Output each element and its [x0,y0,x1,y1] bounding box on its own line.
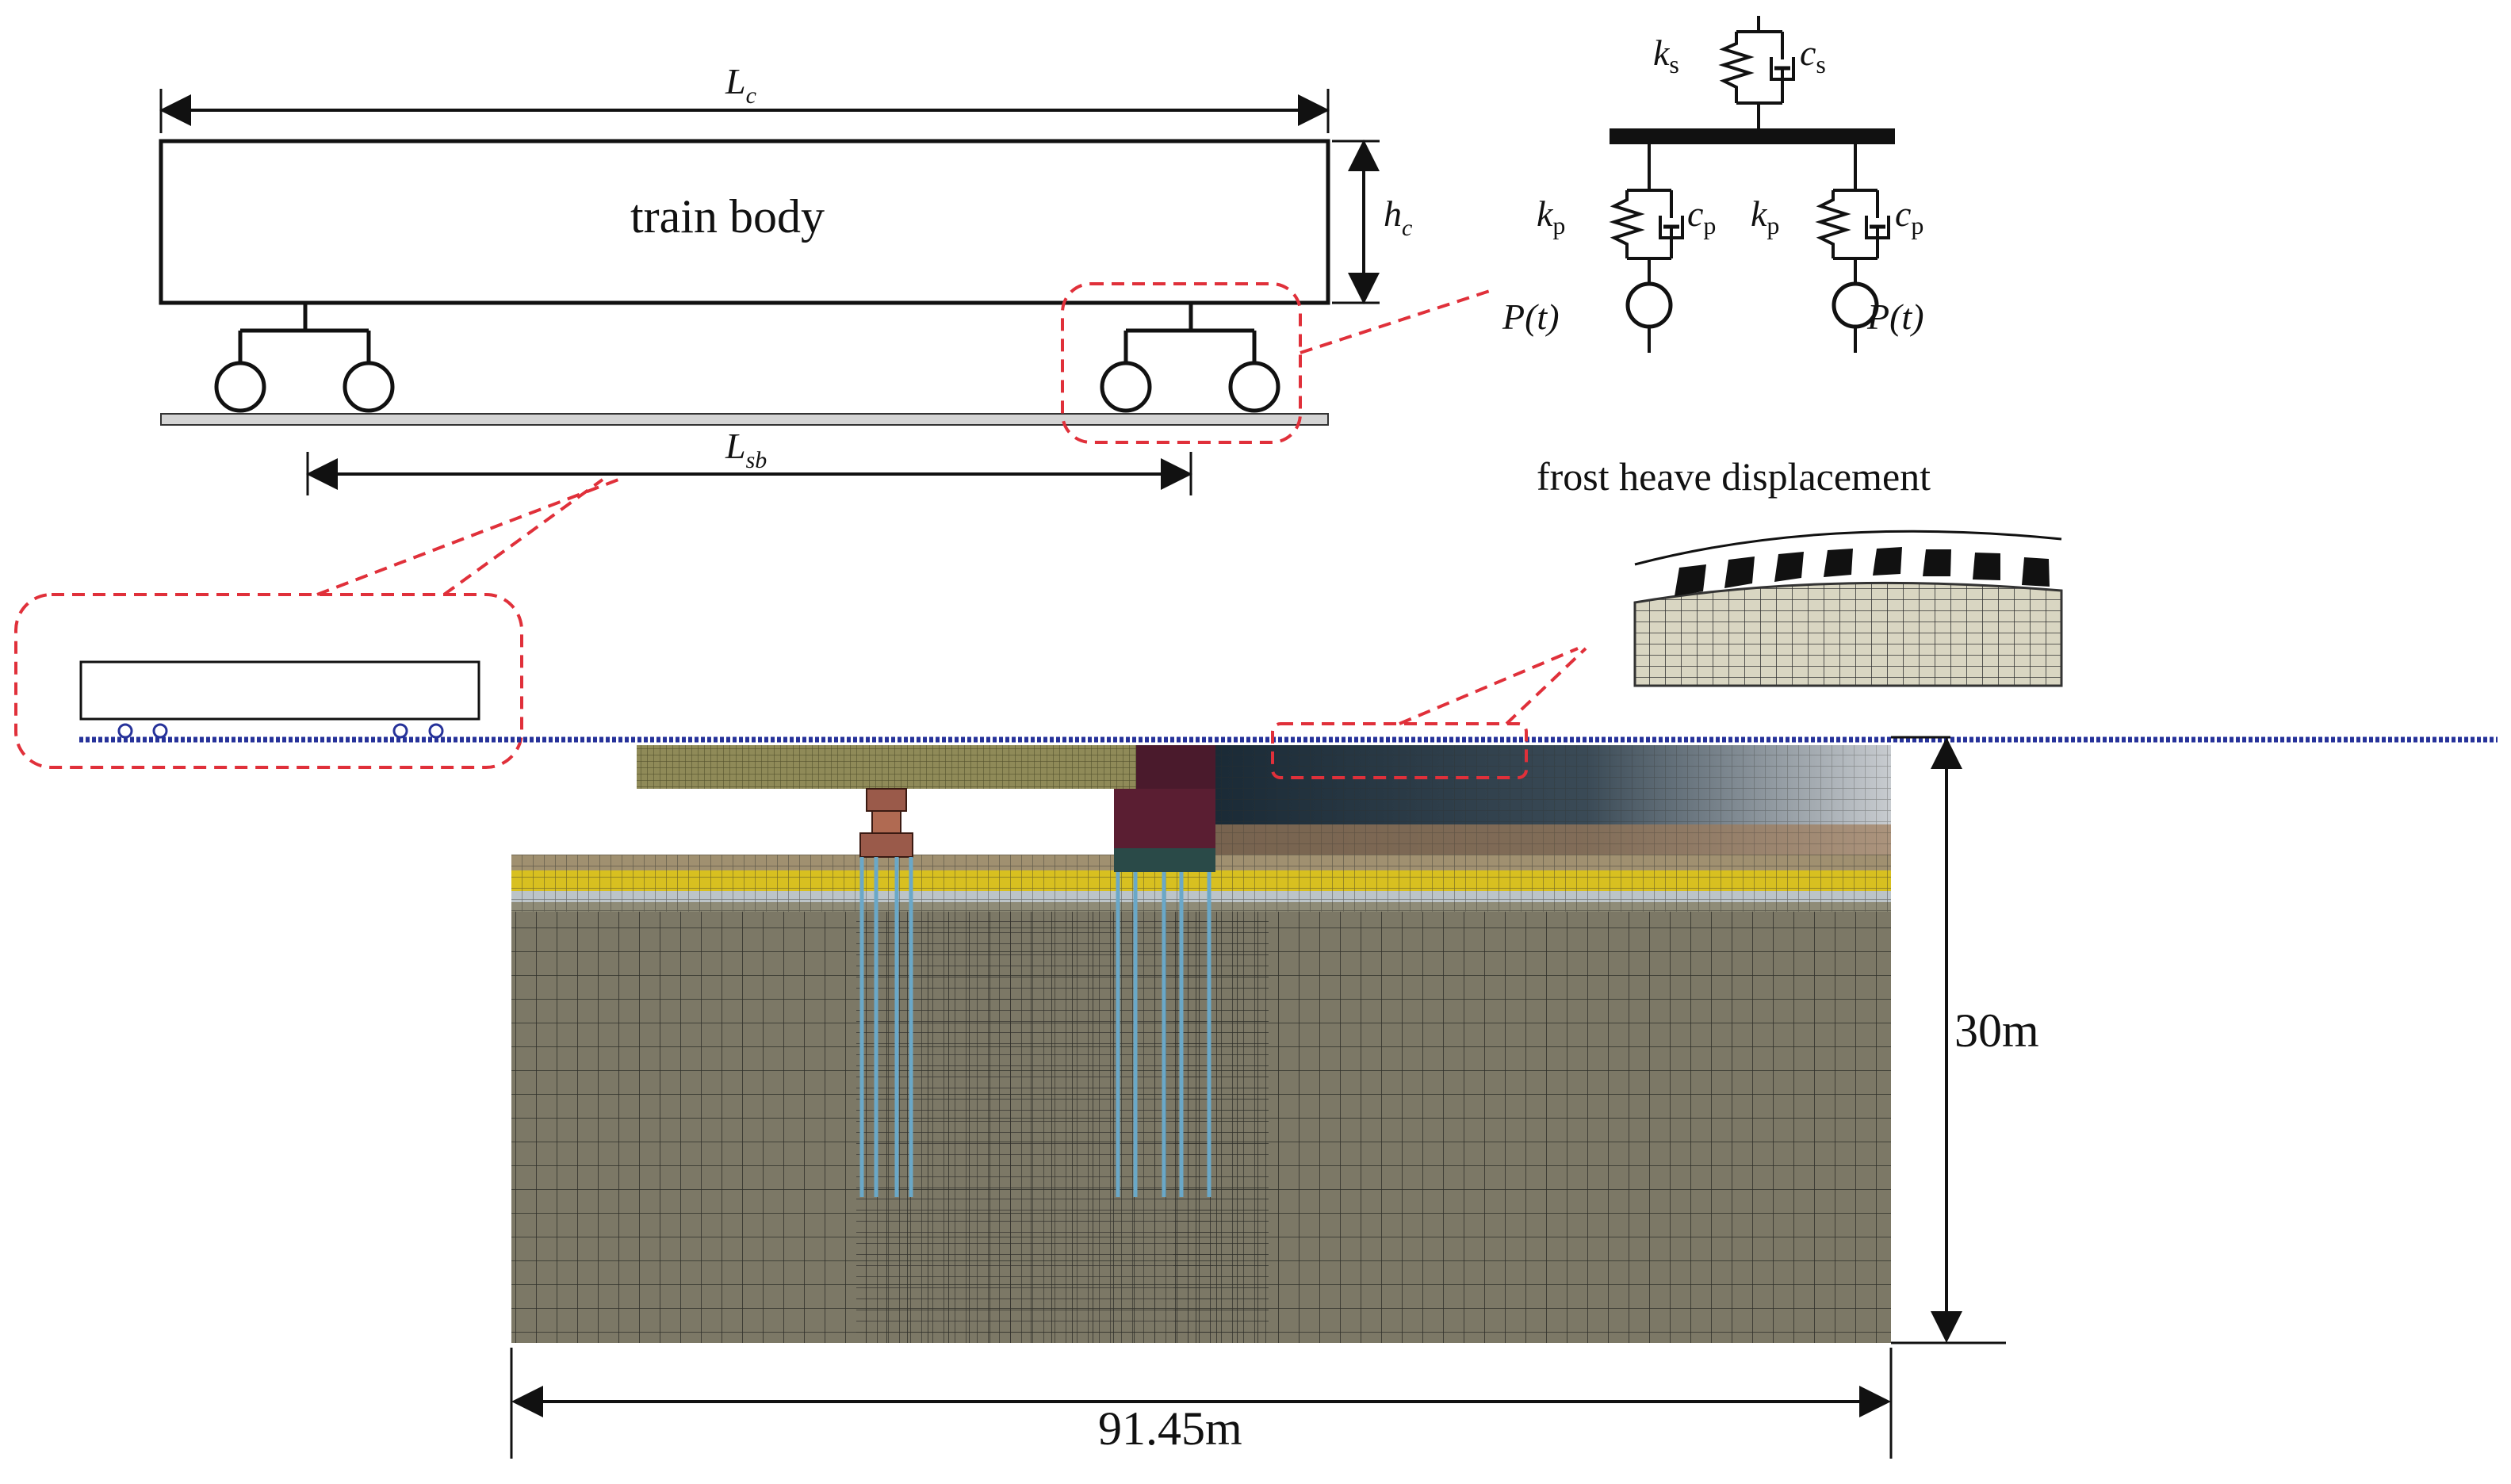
train-body-label: train body [630,190,825,243]
bogie-frame-bar [1610,128,1895,144]
bogie-highlight-box [1061,282,1302,444]
sleeper-icon [1774,552,1804,582]
sleeper-icon [1675,564,1706,596]
frost-heave-inset: frost heave displacement [1537,454,2063,687]
bogie-spacing-label: Lsb [725,426,767,473]
wheel-icon [1228,361,1280,413]
depth-label: 30m [1954,1004,2039,1057]
wheel-icon [343,361,395,413]
secondary-stiffness-label: ks [1653,33,1679,78]
fe-model: 30m 91.45m [79,647,2498,1459]
primary-stiffness-label-right: kp [1751,193,1779,239]
width-label: 91.45m [1098,1402,1242,1455]
suspension-model: ks cs kp cp P(t) [1502,16,1924,353]
small-train-body [79,660,480,721]
secondary-damper-icon [1770,32,1795,103]
bridge-pier [859,788,913,858]
primary-damping-label-right: cp [1895,193,1923,239]
sleeper-icon [1923,549,1951,576]
primary-damping-label-left: cp [1687,193,1716,239]
wheel-icon [1100,361,1152,413]
primary-spring-icon [1815,190,1851,258]
small-train-inset [14,478,619,769]
sleeper-icon [1973,553,2000,580]
frost-zone-highlight-box [1271,722,1528,779]
train-side-view: Lc train body hc [159,61,1495,495]
small-train-highlight-box [14,593,523,769]
sleeper-icon [2022,557,2050,587]
sleeper-icon [1824,549,1853,577]
bridge-abutment [1136,745,1215,789]
pile-group-right [1116,872,1211,1197]
car-length-label: Lc [725,61,756,109]
car-height-label: hc [1384,193,1412,241]
pile-group-left [859,857,913,1197]
primary-stiffness-label-left: kp [1537,193,1565,239]
secondary-spring-icon [1718,32,1755,103]
bogie-right [1100,303,1280,413]
sleeper-icon [1724,556,1755,588]
frost-heave-curve [1634,530,2062,566]
train-body-box [159,139,1330,305]
wheel-icon [214,361,266,413]
primary-spring-icon [1609,190,1645,258]
frost-heave-label: frost heave displacement [1537,454,1931,499]
wheel-force-label-left: P(t) [1502,296,1560,337]
wheel-force-label-right: P(t) [1866,296,1924,337]
primary-damper-icon [1659,190,1684,258]
rail [160,413,1329,426]
secondary-damping-label: cs [1800,33,1826,78]
primary-damper-icon [1865,190,1890,258]
wheel-icon [1625,281,1673,329]
bogie-left [214,303,395,413]
sleeper-icon [1873,547,1902,576]
